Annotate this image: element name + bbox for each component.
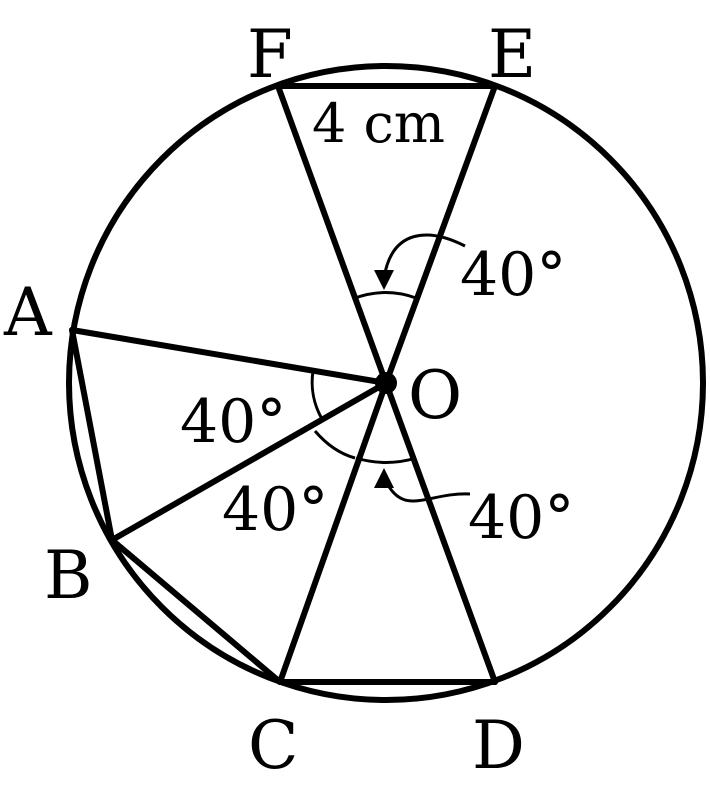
chord-bc xyxy=(109,537,283,685)
label-c: C xyxy=(248,707,299,784)
angle-arc-boc xyxy=(313,430,356,460)
label-angle-foe: 40° xyxy=(460,240,566,310)
pointer-arrow-cod xyxy=(386,484,471,503)
angle-arc-foe xyxy=(354,291,417,300)
circle xyxy=(66,63,706,703)
label-a: A xyxy=(3,274,53,351)
radius-ob xyxy=(109,380,389,543)
label-b: B xyxy=(44,537,93,614)
label-d: D xyxy=(472,707,525,784)
radius-oc xyxy=(277,380,389,685)
label-o: O xyxy=(408,357,462,434)
label-angle-aob: 40° xyxy=(180,387,286,457)
center-point xyxy=(375,372,397,394)
pointer-arrow-foe xyxy=(382,233,466,279)
label-angle-cod: 40° xyxy=(468,483,574,553)
arrowhead-foe xyxy=(374,270,394,290)
radius-of xyxy=(275,83,389,386)
radius-oe xyxy=(383,83,498,386)
label-e: E xyxy=(488,16,536,93)
angle-arc-cod xyxy=(355,456,417,464)
label-angle-boc: 40° xyxy=(222,475,328,545)
label-f: F xyxy=(247,16,293,93)
angle-arc-aob xyxy=(310,370,324,420)
chord-ab xyxy=(69,327,115,543)
radius-oa xyxy=(69,327,389,386)
arrowhead-cod xyxy=(374,468,394,488)
radius-od xyxy=(383,380,498,685)
label-chord-fe: 4 cm xyxy=(312,92,445,155)
